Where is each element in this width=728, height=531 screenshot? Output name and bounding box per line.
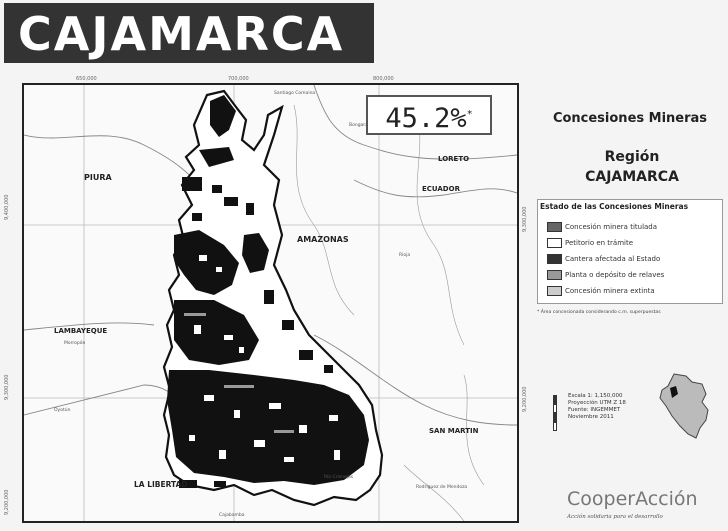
- legend-title: Concesiones Mineras: [552, 111, 708, 126]
- region-label: Región: [604, 149, 660, 165]
- legend-swatch: [547, 286, 562, 296]
- legend-note: * Área concesionada considerando c.m. su…: [537, 310, 661, 315]
- label-ecuador: ECUADOR: [422, 185, 460, 193]
- map-frame: PIURA LORETO ECUADOR AMAZONAS LAMBAYEQUE…: [22, 83, 519, 523]
- legend-swatch: [547, 270, 562, 280]
- tick-top: 700,000: [228, 76, 249, 82]
- place-label: Santiago Comaina: [274, 91, 316, 96]
- place-label: Oyotún: [54, 408, 71, 413]
- place-label: Rodríguez de Mendoza: [416, 485, 468, 490]
- place-label: Bongara: [349, 123, 368, 128]
- legend-item: Cantera afectada al Estado: [547, 254, 660, 264]
- label-san-martin: SAN MARTIN: [429, 427, 479, 435]
- map-projection: Proyección UTM Z 18: [568, 400, 626, 406]
- legend-item: Concesión minera extinta: [547, 286, 655, 296]
- mining-concessions: [167, 95, 369, 488]
- label-la-libertad: LA LIBERTAD: [134, 480, 188, 489]
- label-amazonas: AMAZONAS: [297, 235, 349, 244]
- page-title: CAJAMARCA: [18, 7, 345, 61]
- place-label: Río Crisnejas: [324, 475, 354, 480]
- place-label: Cajabamba: [219, 513, 245, 518]
- legend-item-label: Planta o depósito de relaves: [565, 271, 665, 279]
- map-source: Fuente: INGEMMET: [568, 407, 621, 413]
- place-label: Morropón: [64, 341, 86, 346]
- legend-swatch: [547, 238, 562, 248]
- brand-logo: CooperAcción: [567, 488, 698, 510]
- legend-item-label: Petitorio en trámite: [565, 239, 634, 247]
- legend-item-label: Cantera afectada al Estado: [565, 255, 661, 263]
- percentage-mark: *: [466, 109, 473, 120]
- tick-left: 9,200,000: [4, 489, 10, 515]
- title-banner: CAJAMARCA: [4, 3, 374, 63]
- tick-top: 650,000: [76, 76, 97, 82]
- region-name: CAJAMARCA: [585, 169, 679, 185]
- map-scale: Escala 1: 1,150,000: [568, 393, 623, 399]
- peru-locator-map: [659, 373, 709, 439]
- legend-box: Estado de las Concesiones Mineras Conces…: [537, 199, 723, 304]
- legend-item: Petitorio en trámite: [547, 238, 633, 248]
- legend-item: Concesión minera titulada: [547, 222, 657, 232]
- brand-tagline: Acción solidaria para el desarrollo: [567, 514, 663, 520]
- tick-right: 9,200,000: [522, 386, 528, 412]
- percentage-box: 45.2%*: [366, 95, 492, 135]
- label-loreto: LORETO: [438, 155, 470, 163]
- map-info: Escala 1: 1,150,000 Proyección UTM Z 18 …: [568, 393, 658, 421]
- tick-left: 9,300,000: [4, 374, 10, 400]
- map-date: Noviembre 2011: [568, 414, 614, 420]
- percentage-value: 45.2%: [385, 103, 467, 134]
- extinct-areas: [184, 313, 294, 433]
- legend-item-label: Concesión minera extinta: [565, 287, 655, 295]
- legend-item: Planta o depósito de relaves: [547, 270, 664, 280]
- legend-swatch: [547, 254, 562, 264]
- tick-left: 9,400,000: [4, 194, 10, 220]
- tick-right: 9,300,000: [522, 206, 528, 232]
- legend-box-title: Estado de las Concesiones Mineras: [540, 202, 689, 211]
- region-map: [24, 85, 517, 521]
- place-label: Rioja: [399, 253, 411, 258]
- legend-item-label: Concesión minera titulada: [565, 223, 658, 231]
- label-piura: PIURA: [84, 173, 112, 182]
- petition-areas: [189, 255, 340, 462]
- legend-swatch: [547, 222, 562, 232]
- scale-bar: [553, 395, 557, 431]
- tick-top: 800,000: [373, 76, 394, 82]
- rivers: [293, 104, 485, 521]
- label-lambayeque: LAMBAYEQUE: [54, 327, 108, 335]
